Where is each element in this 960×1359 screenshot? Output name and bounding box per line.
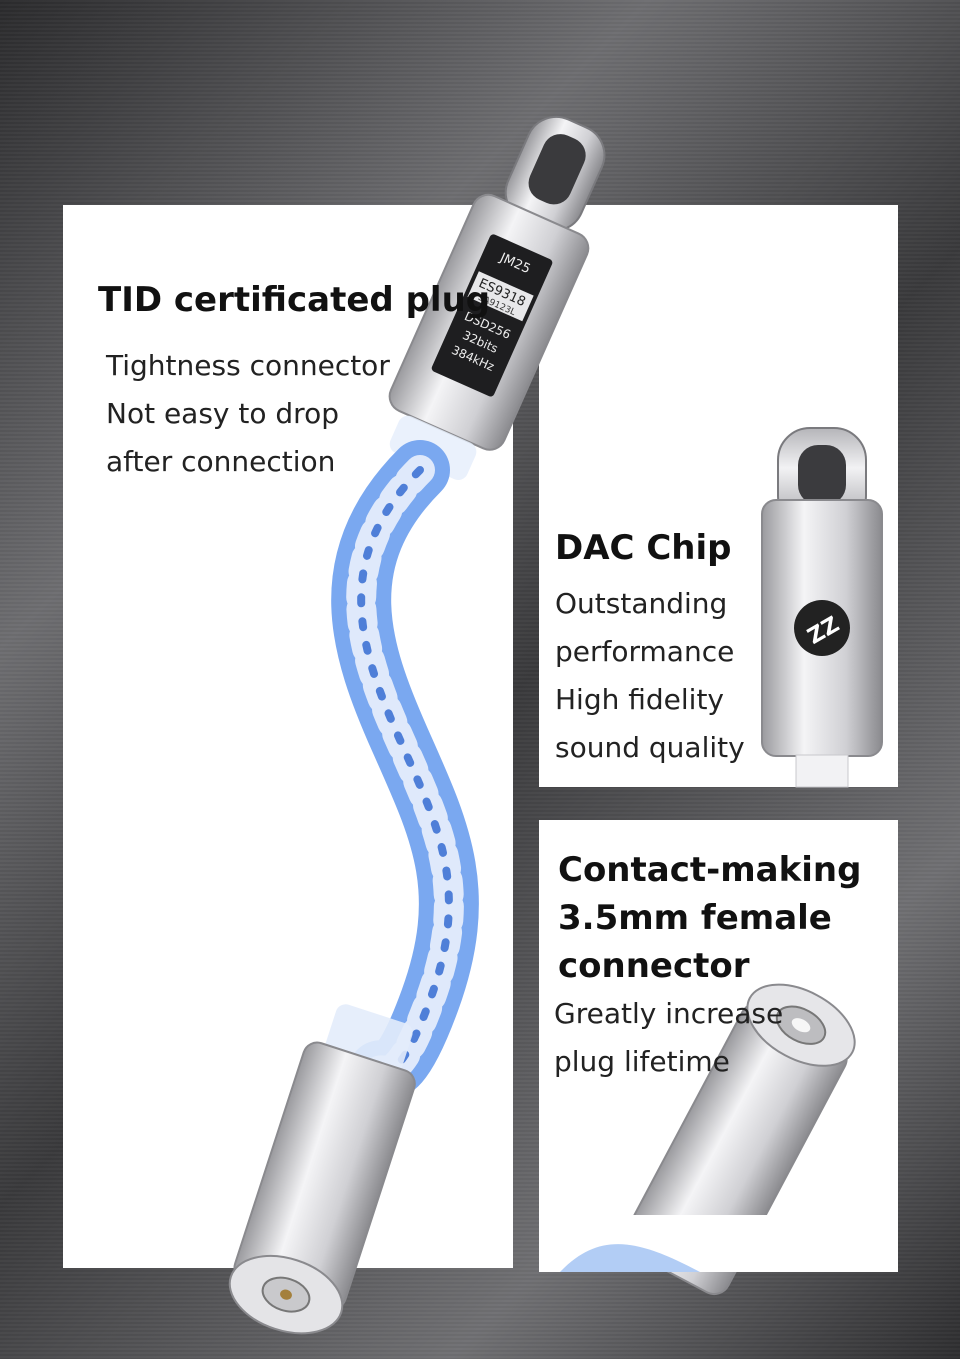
type-c-closeup-icon: ZZ [761, 427, 883, 788]
plug-description: Tightness connector Not easy to drop aft… [106, 342, 390, 486]
connector-title-line-3: connector [558, 946, 750, 986]
braided-cable [331, 440, 479, 1110]
dac-description: Outstanding performance High fidelity so… [555, 580, 745, 772]
type-c-plug-icon: JM25 ES9318 SA9123L DSD256 32bits 384kHz [388, 115, 606, 481]
connector-title-line-1: Contact-making [558, 850, 862, 890]
dac-line-3: High fidelity [555, 683, 724, 716]
connector-line-1: Greatly increase [554, 997, 784, 1030]
dac-title: DAC Chip [555, 528, 732, 568]
dac-line-4: sound quality [555, 731, 745, 764]
connector-title: Contact-making 3.5mm female connector [558, 846, 861, 990]
connector-title-line-2: 3.5mm female [558, 898, 832, 938]
chip-label-plate [431, 234, 553, 397]
dac-line-1: Outstanding [555, 587, 728, 620]
plug-line-1: Tightness connector [106, 349, 390, 382]
connector-description: Greatly increase plug lifetime [554, 990, 783, 1086]
logo-badge-icon [794, 600, 850, 656]
plug-line-3: after connection [106, 445, 336, 478]
connector-line-2: plug lifetime [554, 1045, 730, 1078]
plug-title: TID certificated plug [98, 280, 491, 320]
dac-line-2: performance [555, 635, 735, 668]
audio-jack-icon [228, 1004, 416, 1335]
plug-line-2: Not easy to drop [106, 397, 339, 430]
